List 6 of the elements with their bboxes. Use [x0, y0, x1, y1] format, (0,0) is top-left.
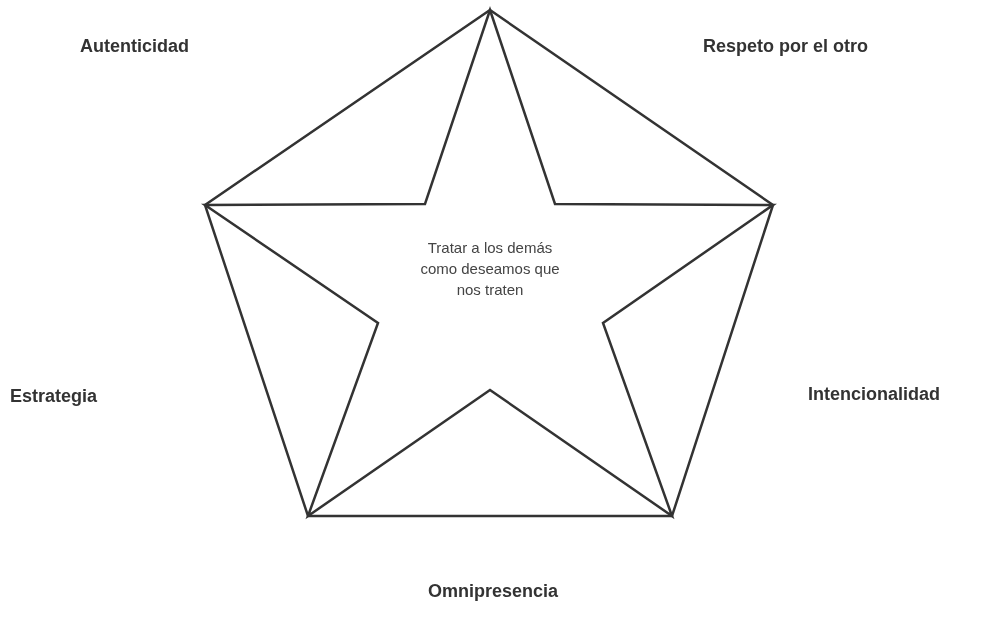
- value-label: Estrategia: [10, 385, 98, 408]
- value-label: Autenticidad: [80, 35, 189, 58]
- center-text: Tratar a los demás como deseamos que nos traten: [419, 238, 561, 300]
- value-label: Omnipresencia: [428, 580, 559, 603]
- value-label: Respeto por el otro: [703, 35, 868, 58]
- value-label: Intencionalidad: [808, 383, 940, 406]
